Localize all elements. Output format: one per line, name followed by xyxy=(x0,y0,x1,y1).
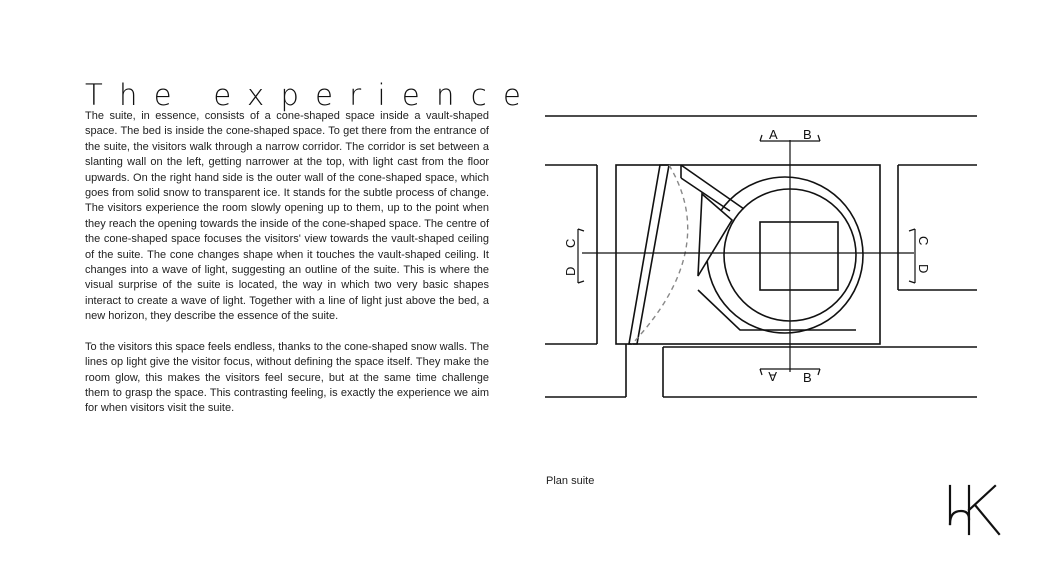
section-label-a-top: A xyxy=(769,127,778,142)
paragraph-1: The suite, in essence, consists of a con… xyxy=(85,110,490,323)
slanting-wall xyxy=(628,164,670,345)
page-title: The experience xyxy=(85,78,538,112)
section-label-d-right: D xyxy=(916,264,931,273)
opening-wedge xyxy=(697,192,734,277)
section-label-a-bottom: A xyxy=(768,369,777,384)
section-label-d-left: D xyxy=(563,267,578,276)
paragraph-2: To the visitors this space feels endless… xyxy=(85,340,489,415)
bed xyxy=(759,221,839,291)
suite-outline xyxy=(615,164,881,345)
light-wave-curve xyxy=(631,164,689,345)
studio-logo xyxy=(948,484,1001,536)
section-label-c-left: C xyxy=(563,239,578,248)
body-text: The suite, in essence, consists of a con… xyxy=(85,109,489,432)
plan-caption: Plan suite xyxy=(546,475,595,487)
section-label-b-top: B xyxy=(803,127,812,142)
section-label-b-bottom: B xyxy=(803,370,812,385)
section-label-c-right: C xyxy=(916,236,931,245)
cone-outer-wall xyxy=(706,176,864,334)
floor-plan: A B A B C D C D xyxy=(545,115,977,398)
